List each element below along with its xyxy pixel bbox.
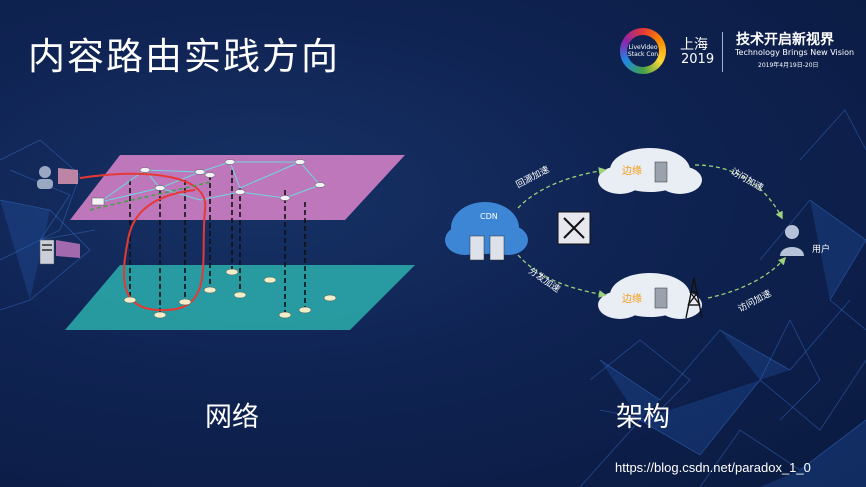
architecture-diagram: CDN 边缘 边缘 [445, 148, 830, 319]
arrow-origin-label: 回源加速 [514, 164, 551, 191]
conference-slogan: 技术开启新视界 [736, 32, 834, 48]
vertical-links [129, 170, 306, 315]
flow-arrows [517, 164, 787, 299]
conference-city: 上海 [680, 37, 708, 53]
logo-inner [627, 35, 659, 67]
conference-date: 2019年4月19日-20日 [758, 62, 819, 69]
cdn-label: CDN [480, 212, 498, 221]
arrow-access-bottom-label: 访问加速 [736, 287, 773, 315]
header-divider [722, 32, 723, 72]
user-icon [780, 225, 804, 256]
blocked-icon [557, 211, 591, 245]
logo-text: LiveVideo Stack Con [627, 44, 659, 58]
edge-cloud-top-icon [598, 148, 702, 194]
cdn-cloud-icon [445, 202, 528, 261]
architecture-caption: 架构 [616, 402, 670, 433]
edge-top-label: 边缘 [622, 164, 642, 177]
conference-slogan-en: Technology Brings New Vision [735, 48, 855, 57]
red-route [79, 172, 207, 312]
edge-cloud-bottom-icon [598, 273, 702, 319]
teal-plane-nodes [123, 268, 337, 319]
slide-title: 内容路由实践方向 [28, 35, 340, 78]
pink-plane-nodes [91, 159, 326, 206]
watermark: https://blog.csdn.net/paradox_1_0 [615, 460, 811, 475]
arrow-access-top-label: 访问加速 [729, 165, 766, 193]
network-caption: 网络 [205, 402, 259, 433]
antenna-tower-icon [685, 277, 703, 319]
conference-year: 2019 [681, 52, 715, 67]
pink-plane [70, 155, 405, 220]
user-label: 用户 [812, 243, 830, 255]
arrow-distribute-label: 分发加速 [526, 265, 562, 295]
network-diagram [37, 155, 415, 330]
server-icon [39, 239, 80, 265]
user-icon [37, 166, 78, 189]
edge-bottom-label: 边缘 [622, 292, 642, 305]
